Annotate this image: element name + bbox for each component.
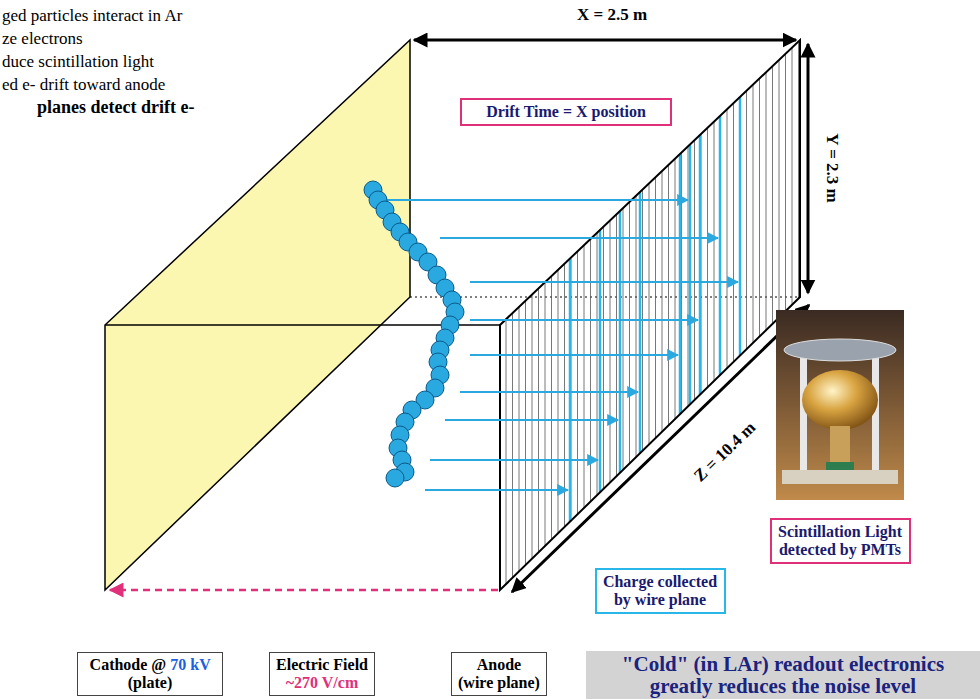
hit-wire xyxy=(569,259,572,522)
wire xyxy=(785,54,786,311)
dimension-label: X = 2.5 m xyxy=(577,5,647,25)
hit-wire xyxy=(699,135,702,395)
wire xyxy=(571,258,572,521)
wire xyxy=(792,48,793,305)
hit-wire xyxy=(689,145,692,405)
wire xyxy=(610,221,611,483)
dimension-label: Y = 2.3 m xyxy=(822,130,842,206)
wire xyxy=(772,66,773,324)
drift-arrow xyxy=(470,319,698,321)
drift-arrow xyxy=(430,459,598,461)
wire xyxy=(779,60,780,318)
wire xyxy=(720,116,721,375)
hit-wire xyxy=(679,154,682,414)
wire xyxy=(649,183,650,444)
node-text: "Cold" (in LAr) readout electronics grea… xyxy=(594,653,972,697)
highlight-value: 70 kV xyxy=(170,656,210,673)
drift-arrow xyxy=(445,419,618,421)
hit-wire xyxy=(619,211,622,473)
wire xyxy=(727,109,728,368)
node-text: Electric Field ~270 V/cm xyxy=(276,656,368,692)
wire xyxy=(733,103,734,362)
note-text: planes detect drift e- xyxy=(37,97,194,118)
wire xyxy=(701,134,702,394)
hit-wire xyxy=(739,97,742,356)
wire xyxy=(551,276,552,540)
wire xyxy=(577,251,578,514)
wire xyxy=(629,202,630,464)
drift-arrow xyxy=(425,489,568,491)
wire xyxy=(532,295,533,559)
label-box: Cathode @ 70 kV (plate) xyxy=(77,652,223,696)
wire xyxy=(623,208,624,470)
wire xyxy=(636,196,637,457)
node-text: Scintillation Light detected by PMTs xyxy=(778,523,903,559)
node-text: Cathode @ 70 kV (plate) xyxy=(84,656,216,692)
wire xyxy=(753,85,754,343)
drift-arrow xyxy=(385,199,688,201)
info-box: Charge collected by wire plane xyxy=(595,568,726,614)
drift-arrow xyxy=(460,391,638,393)
wire xyxy=(506,319,507,584)
wire xyxy=(616,214,617,476)
note-text: ze electrons xyxy=(2,29,83,49)
info-box: Drift Time = X position xyxy=(460,98,672,126)
wire xyxy=(590,239,591,502)
note-text: ed e- drift toward anode xyxy=(2,75,165,95)
wire xyxy=(603,227,604,489)
wire xyxy=(655,177,656,438)
wire xyxy=(584,245,585,508)
node-text: Drift Time = X position xyxy=(468,103,664,121)
note-text: duce scintillation light xyxy=(2,52,154,72)
field-arrow xyxy=(110,589,498,592)
particle-track xyxy=(364,181,464,487)
label-box: Anode (wire plane) xyxy=(451,652,547,696)
wire xyxy=(688,146,689,406)
note-panel: "Cold" (in LAr) readout electronics grea… xyxy=(586,651,980,699)
wire xyxy=(512,313,513,578)
note-text: ged particles interact in Ar xyxy=(2,6,182,26)
wire xyxy=(759,78,760,336)
node-text: Anode (wire plane) xyxy=(458,656,540,692)
ionization-electron xyxy=(386,469,404,487)
wire xyxy=(545,282,546,546)
info-box: Scintillation Light detected by PMTs xyxy=(770,518,911,564)
hit-wire xyxy=(719,116,722,375)
cathode-plate xyxy=(105,40,410,590)
wire xyxy=(707,128,708,387)
wire xyxy=(675,159,676,419)
z-dimension xyxy=(512,305,809,592)
highlight-value: ~270 V/cm xyxy=(286,674,358,691)
wire xyxy=(558,270,559,533)
drift-arrows xyxy=(385,200,738,490)
wire xyxy=(740,97,741,356)
pmt-photo xyxy=(776,310,904,500)
wire xyxy=(597,233,598,495)
wire xyxy=(668,165,669,426)
label-box: Electric Field ~270 V/cm xyxy=(269,652,375,696)
wire xyxy=(662,171,663,432)
x-dimension xyxy=(414,39,796,42)
wire xyxy=(798,41,799,298)
wire xyxy=(519,307,520,571)
drift-arrow xyxy=(440,237,718,239)
hit-wire xyxy=(599,230,602,492)
wire xyxy=(564,264,565,527)
y-dimension xyxy=(807,44,810,293)
wire xyxy=(746,91,747,349)
frame-edge xyxy=(410,297,800,298)
drift-arrow xyxy=(470,281,738,283)
node-text: Charge collected by wire plane xyxy=(603,573,718,609)
drift-arrow xyxy=(470,354,678,356)
wire xyxy=(766,72,767,330)
hit-wire xyxy=(639,192,642,453)
wire xyxy=(694,140,695,400)
dimension-label: Z = 10.4 m xyxy=(688,416,762,489)
wire xyxy=(714,122,715,381)
wire xyxy=(525,301,526,565)
